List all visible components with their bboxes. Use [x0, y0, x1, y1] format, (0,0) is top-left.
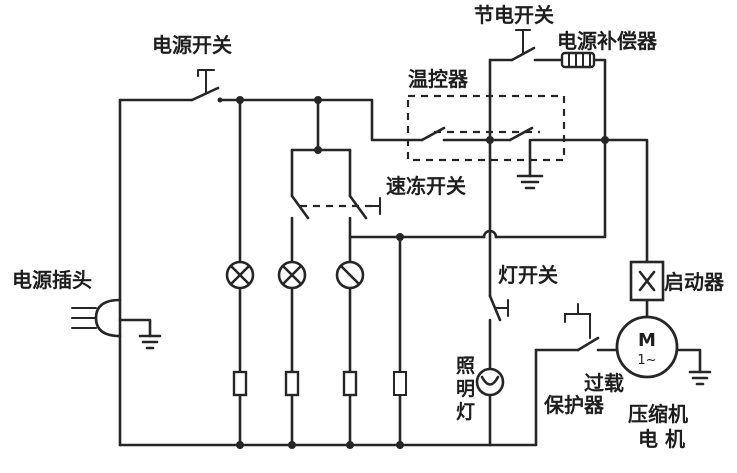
motor-phase: 1~ — [637, 353, 656, 368]
thermostat-symbol — [406, 94, 566, 162]
junction-dot — [396, 233, 404, 241]
label-quick-freeze-switch: 速冻开关 — [386, 174, 466, 198]
label-lamp-char-2: 明 — [456, 378, 475, 400]
junction-dot — [288, 441, 296, 449]
thermostat-contact-2 — [508, 126, 534, 142]
indicator-lamp-1 — [225, 260, 255, 290]
ground-icon — [688, 370, 712, 386]
power-switch-symbol — [190, 69, 223, 103]
mid-bus-b — [494, 138, 607, 239]
top-bus-right — [218, 98, 424, 142]
label-power-plug: 电源插头 — [12, 268, 92, 292]
resistor-1 — [232, 370, 248, 397]
ground-icon — [516, 174, 544, 190]
starter-feed — [603, 138, 649, 264]
label-power-switch: 电源开关 — [152, 33, 232, 57]
power-compensator-symbol — [560, 51, 596, 69]
overload-protector-symbol — [564, 303, 600, 352]
compensator-right — [592, 58, 607, 142]
ground-icon — [138, 334, 162, 350]
quick-freeze-switch-symbol — [290, 194, 381, 220]
label-overload-line2: 保护器 — [543, 393, 605, 417]
label-thermostat: 温控器 — [408, 67, 469, 91]
resistors — [232, 370, 407, 397]
junction-dot — [236, 441, 244, 449]
plug-ground-wire — [118, 318, 152, 338]
label-lamp-char-1: 照 — [456, 355, 475, 377]
indicator-lamp-3 — [335, 260, 365, 290]
resistor-2 — [284, 370, 300, 397]
power-plug-symbol — [71, 298, 122, 338]
lighting-lamp-symbol — [475, 367, 505, 397]
junction-dot — [396, 441, 404, 449]
label-compressor-line2: 电 机 — [638, 427, 685, 451]
junction-dot — [486, 136, 494, 144]
label-light-switch: 灯开关 — [498, 263, 558, 287]
thermostat-contact-1 — [420, 126, 446, 142]
junctions — [236, 96, 609, 449]
junction-dot — [314, 146, 322, 154]
label-compressor-line1: 压缩机 — [628, 402, 688, 426]
energy-switch-symbol — [510, 29, 536, 62]
resistor-4 — [393, 371, 407, 396]
junction-dot — [601, 136, 609, 144]
label-lamp-char-3: 灯 — [456, 401, 475, 423]
thermostat-dashed-box — [406, 94, 566, 162]
overload-return — [488, 348, 538, 447]
junction-dot — [346, 441, 354, 449]
compressor-motor-symbol: M 1~ — [615, 315, 679, 379]
motor-ground-wire — [676, 348, 702, 374]
junction-dot — [314, 96, 322, 104]
label-energy-switch: 节电开关 — [474, 3, 554, 27]
label-power-compensator: 电源补偿器 — [557, 29, 658, 53]
light-switch-symbol — [488, 294, 509, 322]
indicator-lamp-2 — [277, 260, 307, 290]
main-wiring — [118, 58, 702, 447]
motor-letter: M — [638, 330, 656, 351]
resistor-3 — [342, 370, 358, 397]
starter-symbol — [629, 260, 665, 302]
wire-crossover — [482, 229, 498, 239]
junction-dot — [236, 96, 244, 104]
label-starter: 启动器 — [664, 270, 725, 294]
label-overload-line1: 过载 — [584, 371, 624, 395]
